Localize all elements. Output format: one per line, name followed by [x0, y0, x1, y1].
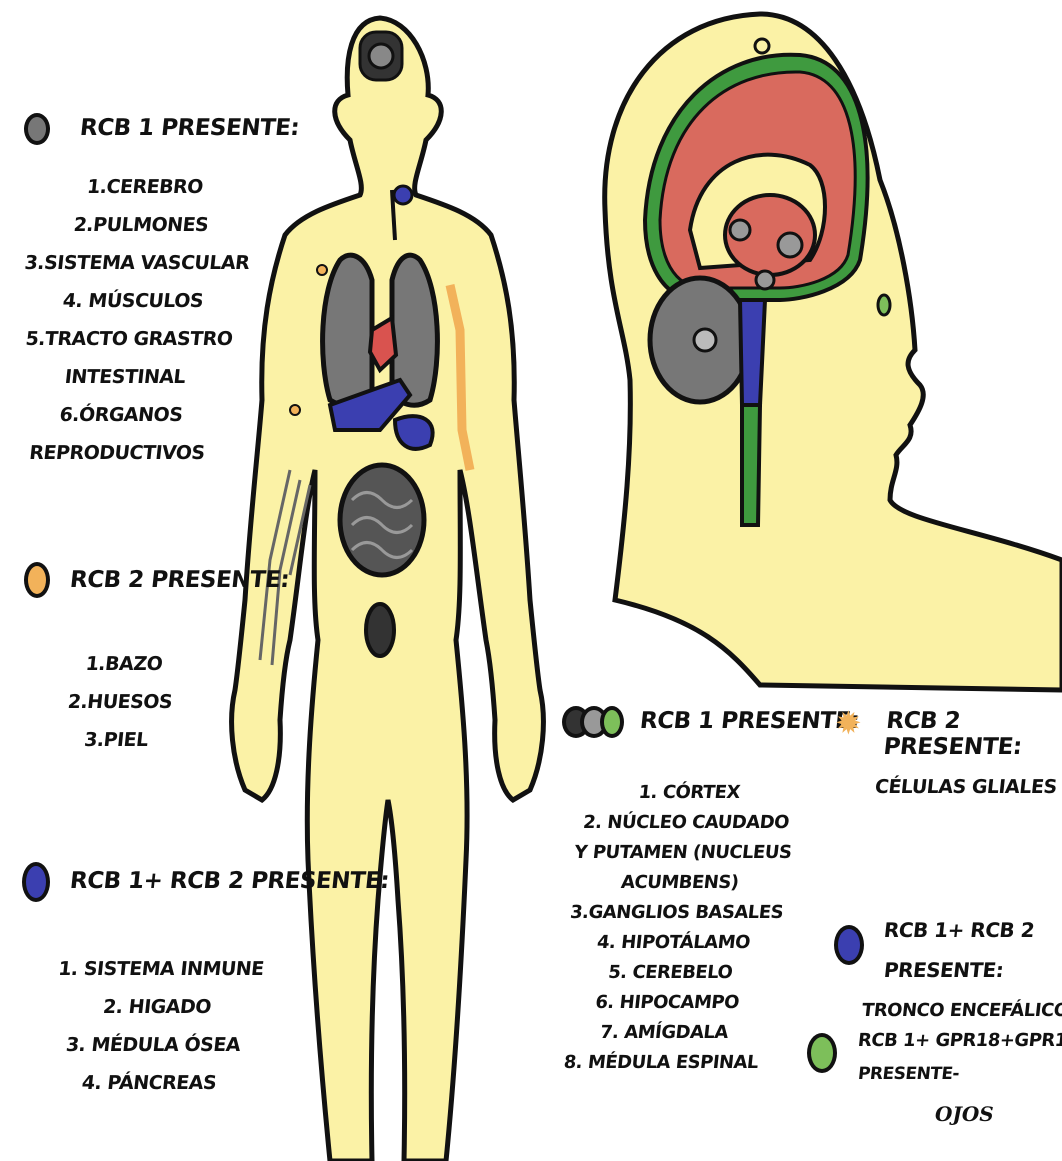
- list-item: 6.ÓRGANOS REPRODUCTIVOS: [0, 396, 254, 472]
- list-item: 2. NÚCLEO CAUDADO: [569, 808, 802, 838]
- brain-both-heading-line2: PRESENTE:: [883, 958, 1005, 982]
- list-item: 7. AMÍGDALA: [547, 1018, 780, 1048]
- gray-circle-icon: [24, 113, 50, 145]
- list-item: 3. MÉDULA ÓSEA: [36, 1026, 270, 1064]
- list-item: 3.GANGLIOS BASALES: [560, 898, 793, 928]
- eye-marker: [878, 295, 890, 315]
- reproductive-organ: [366, 604, 394, 656]
- list-item: 1.CEREBRO: [12, 168, 278, 206]
- body-rcb1-list: 1.CEREBRO 2.PULMONES 3.SISTEMA VASCULAR …: [0, 168, 278, 472]
- intestines: [340, 465, 424, 575]
- head-profile-figure: [605, 14, 1062, 690]
- brain-rcb2-heading: RCB 2 PRESENTE:: [882, 708, 1062, 760]
- list-item: 1. CÓRTEX: [573, 778, 806, 808]
- triple-circle-icon: [562, 706, 626, 738]
- list-item: 4. HIPOTÁLAMO: [557, 928, 790, 958]
- brain-gpr-item: OJOS: [935, 1102, 994, 1126]
- body-rcb1-heading: RCB 1 PRESENTE:: [79, 115, 301, 141]
- brain-gpr-heading-line2: PRESENTE-: [857, 1064, 960, 1084]
- list-item: 3.SISTEMA VASCULAR: [4, 244, 270, 282]
- list-item: 2.HUESOS: [33, 683, 207, 721]
- brain-both-item: TRONCO ENCEFÁLICO: [861, 1000, 1062, 1021]
- stomach: [395, 416, 433, 449]
- list-item: INTESTINAL: [0, 358, 258, 396]
- list-item: 6. HIPOCAMPO: [551, 988, 784, 1018]
- list-item: 2.PULMONES: [8, 206, 274, 244]
- sun-icon: ✹: [835, 706, 869, 740]
- spinal-cord: [742, 405, 760, 525]
- blue-circle-icon: [22, 862, 50, 902]
- list-item: 5.TRACTO GRASTRO: [0, 320, 262, 358]
- list-item: 3.PIEL: [29, 721, 203, 759]
- body-rcb2-heading: RCB 2 PRESENTE:: [69, 567, 291, 593]
- brain-both-heading-line1: RCB 1+ RCB 2: [883, 918, 1036, 942]
- list-item: 4. PÁNCREAS: [32, 1064, 266, 1102]
- list-item: Y PUTAMEN (NUCLEUS: [566, 838, 799, 868]
- brain-rcb2-item: CÉLULAS GLIALES: [874, 776, 1058, 798]
- head-brain-inner-icon: [369, 44, 393, 68]
- brain-rcb1-heading: RCB 1 PRESENTE:: [639, 708, 861, 734]
- orange-circle-icon: [24, 562, 50, 598]
- list-item: 1. SISTEMA INMUNE: [44, 950, 278, 988]
- body-rcb2-list: 1.BAZO 2.HUESOS 3.PIEL: [29, 645, 211, 759]
- list-item: 5. CEREBELO: [554, 958, 787, 988]
- brain-gpr-heading: RCB 1+ GPR18+GPR119: [857, 1030, 1062, 1051]
- left-lung: [323, 255, 372, 405]
- body-both-heading: RCB 1+ RCB 2 PRESENTE:: [69, 868, 391, 894]
- list-item: 1.BAZO: [37, 645, 211, 683]
- body-both-list: 1. SISTEMA INMUNE 2. HIGADO 3. MÉDULA ÓS…: [32, 950, 278, 1102]
- brainstem: [740, 300, 765, 405]
- list-item: 8. MÉDULA ESPINAL: [544, 1048, 777, 1078]
- blue-circle-icon: [834, 925, 864, 965]
- list-item: 4. MÚSCULOS: [0, 282, 266, 320]
- green-circle-icon: [807, 1033, 837, 1073]
- list-item: 2. HIGADO: [40, 988, 274, 1026]
- list-item: ACUMBENS): [563, 868, 796, 898]
- neck-blue-marker: [394, 186, 412, 204]
- brain-rcb1-list: 1. CÓRTEX 2. NÚCLEO CAUDADO Y PUTAMEN (N…: [544, 778, 806, 1078]
